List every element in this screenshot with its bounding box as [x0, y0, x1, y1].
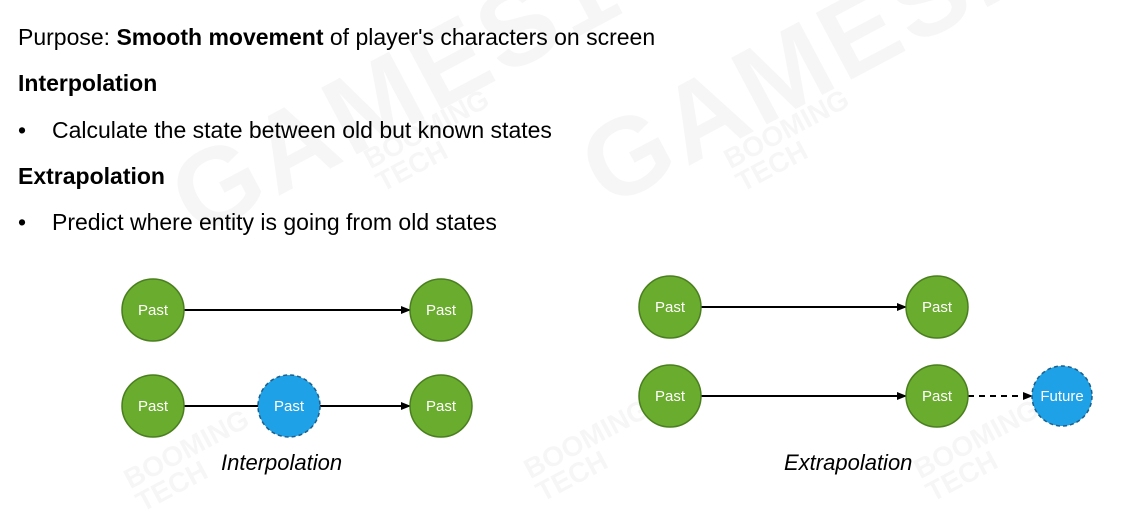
- purpose-bold: Smooth movement: [116, 24, 324, 50]
- svg-text:Past: Past: [138, 398, 169, 415]
- interp-past-node: Past: [409, 278, 473, 342]
- bullet-icon: •: [18, 209, 27, 235]
- extrap-past-node: Past: [638, 364, 702, 428]
- interp-past-node: Past: [409, 374, 473, 438]
- interp-past-node: Past: [121, 374, 185, 438]
- svg-text:Past: Past: [922, 299, 953, 316]
- extrap-future-node: Future: [1031, 365, 1093, 427]
- extrapolation-caption: Extrapolation: [784, 450, 913, 475]
- svg-text:Past: Past: [922, 388, 953, 405]
- svg-text:Future: Future: [1040, 388, 1083, 405]
- interpolation-bullet-text: Calculate the state between old but know…: [52, 117, 552, 143]
- extrap-past-node: Past: [905, 275, 969, 339]
- interpolation-heading: Interpolation: [18, 70, 158, 96]
- extrapolation-bullet: • Predict where entity is going from old …: [18, 208, 497, 236]
- extrapolation-bullet-text: Predict where entity is going from old s…: [52, 209, 497, 235]
- extrap-past-node: Past: [905, 364, 969, 428]
- svg-text:Past: Past: [426, 398, 457, 415]
- purpose-prefix: Purpose:: [18, 24, 117, 50]
- extrap-past-node: Past: [638, 275, 702, 339]
- bullet-icon: •: [18, 117, 27, 143]
- interp-past-node: Past: [121, 278, 185, 342]
- interp-interpolated-node: Past: [257, 374, 321, 438]
- svg-text:Past: Past: [655, 299, 686, 316]
- svg-text:Past: Past: [274, 398, 305, 415]
- interpolation-caption: Interpolation: [221, 450, 343, 475]
- interpolation-bullet: • Calculate the state between old but kno…: [18, 116, 552, 144]
- purpose-suffix: of player's characters on screen: [323, 24, 656, 50]
- extrapolation-heading: Extrapolation: [18, 163, 165, 189]
- svg-text:Past: Past: [138, 302, 169, 319]
- purpose-line: Purpose: Smooth movement of player's cha…: [18, 23, 655, 51]
- svg-text:Past: Past: [655, 388, 686, 405]
- svg-text:Past: Past: [426, 302, 457, 319]
